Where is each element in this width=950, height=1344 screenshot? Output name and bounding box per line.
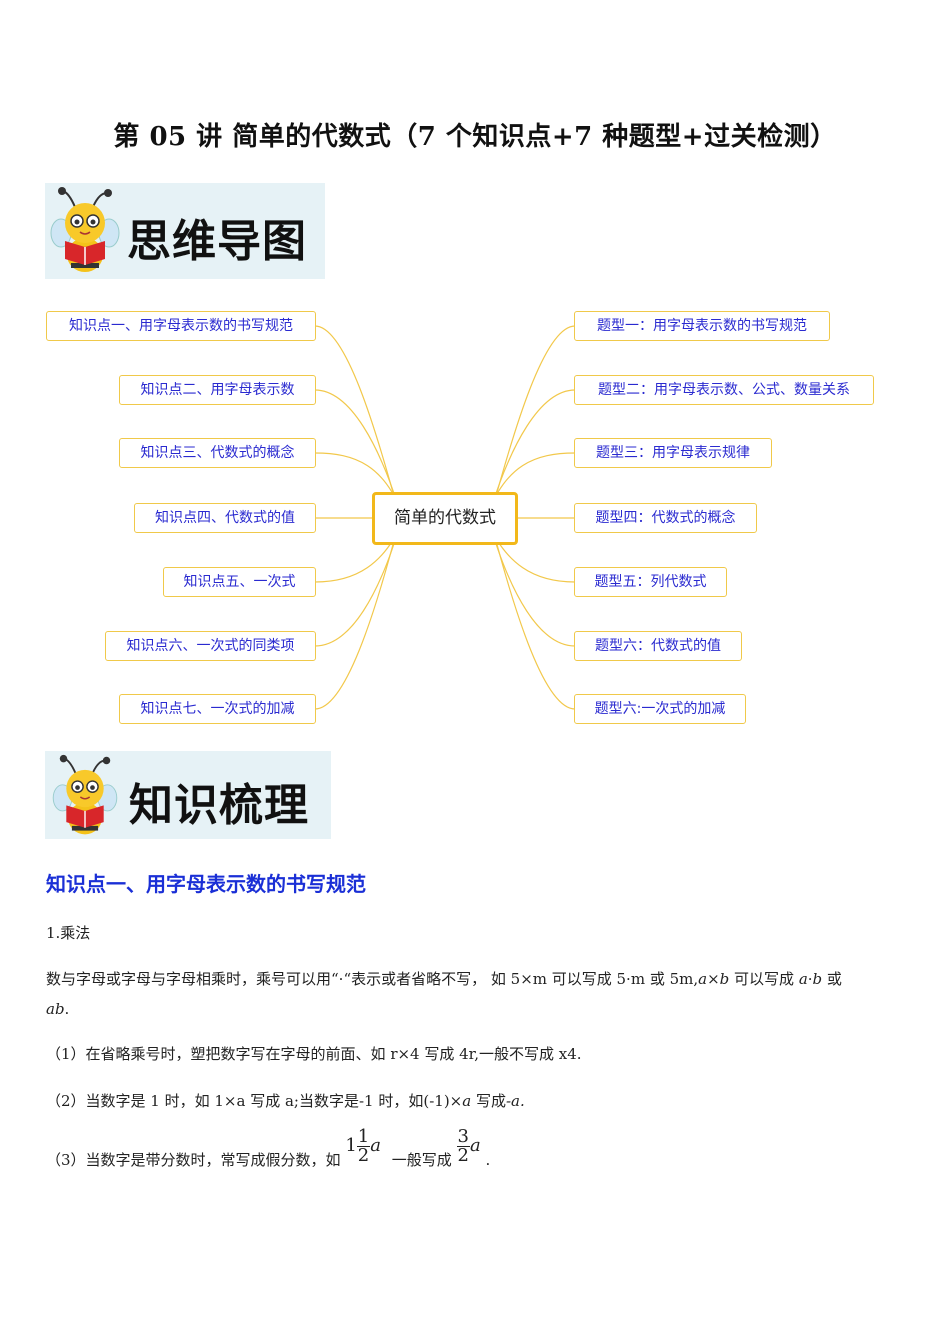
knowledge-banner: 知识梳理 bbox=[45, 751, 331, 839]
mindmap-node-left-1: 知识点一、用字母表示数的书写规范 bbox=[46, 311, 316, 341]
section-heading: 知识点一、用字母表示数的书写规范 bbox=[46, 872, 366, 896]
connector-left-1 bbox=[314, 325, 401, 519]
intro-text: 数与字母或字母与字母相乘时，乘号可以用“·“表示或者省略不写， 如 5×m 可以… bbox=[46, 970, 699, 988]
mindmap-node-right-4: 题型四：代数式的概念 bbox=[574, 503, 757, 533]
improper-denominator: 2 bbox=[457, 1144, 469, 1166]
mindmap-connectors bbox=[314, 325, 576, 710]
mindmap-node-left-4: 知识点四、代数式的值 bbox=[134, 503, 316, 533]
connector-right-7 bbox=[489, 517, 576, 710]
intro-mid: 可以写成 bbox=[729, 970, 799, 988]
mixed-numerator: 1 bbox=[356, 1125, 371, 1147]
rule-1: （1）在省略乘号时，塑把数字写在字母的前面、如 r×4 写成 4r,一般不写成 … bbox=[46, 1045, 582, 1063]
item-title: 1.乘法 bbox=[46, 924, 91, 942]
intro-times: × bbox=[707, 970, 720, 988]
mindmap-node-left-7: 知识点七、一次式的加减 bbox=[119, 694, 316, 724]
mindmap-node-right-3: 题型三：用字母表示规律 bbox=[574, 438, 772, 468]
improper-var: a bbox=[470, 1135, 481, 1156]
mindmap-node-right-6: 题型六：代数式的值 bbox=[574, 631, 742, 661]
mixed-denominator: 2 bbox=[357, 1144, 370, 1166]
rule-3-text: （3）当数字是带分数时，常写成假分数，如 bbox=[46, 1151, 346, 1169]
mixed-whole: 1 bbox=[345, 1135, 357, 1156]
document-title: 第 05 讲 简单的代数式（7 个知识点+7 种题型+过关检测） bbox=[113, 122, 837, 152]
mindmap-node-left-2: 知识点二、用字母表示数 bbox=[119, 375, 316, 405]
rule-3-end: . bbox=[485, 1151, 491, 1169]
mindmap-node-right-7: 题型六:一次式的加减 bbox=[574, 694, 746, 724]
rule-2-text-b: 写成 bbox=[471, 1092, 506, 1110]
mixed-var: a bbox=[370, 1135, 381, 1156]
mindmap-node-left-6: 知识点六、一次式的同类项 bbox=[105, 631, 316, 661]
intro-var-b2: b bbox=[812, 970, 823, 988]
bee-reading-icon bbox=[50, 187, 120, 272]
mindmap-node-left-3: 知识点三、代数式的概念 bbox=[119, 438, 316, 468]
rule-2: （2）当数字是 1 时，如 1×a 写成 a;当数字是-1 时，如(-1)×a … bbox=[46, 1086, 525, 1116]
improper-numerator: 3 bbox=[456, 1125, 470, 1147]
mindmap: 知识点一、用字母表示数的书写规范 知识点二、用字母表示数 知识点三、代数式的概念… bbox=[0, 295, 950, 745]
intro-var-ab: ab bbox=[46, 1000, 65, 1018]
rule-2-result: -a. bbox=[505, 1092, 525, 1110]
mindmap-node-right-2: 题型二：用字母表示数、公式、数量关系 bbox=[574, 375, 874, 405]
intro-var-b: b bbox=[719, 970, 730, 988]
knowledge-banner-text: 知识梳理 bbox=[129, 780, 309, 831]
intro-paragraph: 数与字母或字母与字母相乘时，乘号可以用“·“表示或者省略不写， 如 5×m 可以… bbox=[46, 964, 908, 1024]
rule-2-text: （2）当数字是 1 时，如 1×a 写成 a;当数字是-1 时，如(-1)× bbox=[46, 1092, 463, 1110]
mindmap-node-right-1: 题型一：用字母表示数的书写规范 bbox=[574, 311, 830, 341]
mindmap-center-node: 简单的代数式 bbox=[372, 492, 518, 545]
bee-reading-icon bbox=[52, 754, 118, 835]
connector-left-7 bbox=[314, 517, 401, 710]
rule-3-text-b: 一般写成 bbox=[391, 1151, 452, 1169]
mindmap-banner-text: 思维导图 bbox=[127, 216, 307, 267]
mindmap-banner: 思维导图 bbox=[45, 183, 325, 279]
rule-2-var: a bbox=[462, 1092, 472, 1110]
intro-var-a2: a bbox=[798, 970, 808, 988]
intro-var-a: a bbox=[698, 970, 708, 988]
connector-right-1 bbox=[489, 325, 576, 519]
intro-end: . bbox=[64, 1000, 70, 1018]
intro-dot: · bbox=[807, 970, 813, 988]
mindmap-node-left-5: 知识点五、一次式 bbox=[163, 567, 316, 597]
mindmap-node-right-5: 题型五：列代数式 bbox=[574, 567, 727, 597]
intro-or: 或 bbox=[822, 970, 842, 988]
